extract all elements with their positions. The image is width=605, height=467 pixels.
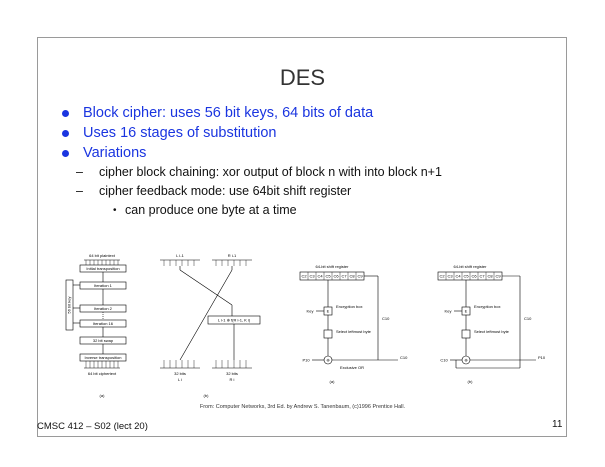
svg-text:⊕: ⊕ <box>326 358 329 363</box>
sub-bullet-text: cipher block chaining: xor output of blo… <box>99 165 442 179</box>
cfb-enc-key-label: Key <box>307 309 314 314</box>
bullet-dot-icon <box>62 130 69 137</box>
cfb-enc-panel-label: (a) <box>330 379 336 384</box>
iteration-bottom-left-sub: L i <box>178 377 182 382</box>
iteration-bottom-right-label: 32 bits <box>226 371 238 376</box>
bullet-list: Block cipher: uses 56 bit keys, 64 bits … <box>62 103 562 220</box>
cfb-dec-cell: C6 <box>471 274 477 279</box>
cfb-dec-cell: C4 <box>455 274 461 279</box>
des-stage-label: Initial transposition <box>86 266 119 271</box>
cfb-dec-key-label: Key <box>445 309 452 314</box>
bullet-text: Uses 16 stages of substitution <box>83 125 277 141</box>
cfb-dec-cell: C9 <box>495 274 501 279</box>
iteration-top-left-label: L i-1 <box>176 253 184 258</box>
des-stage-label: Inverse transposition <box>85 355 122 360</box>
bullet-text: Block cipher: uses 56 bit keys, 64 bits … <box>83 105 374 121</box>
cfb-enc-p10-label: P10 <box>302 358 310 363</box>
cfb-enc-cell: C4 <box>317 274 323 279</box>
slide-title: DES <box>279 65 326 90</box>
cfb-dec-p10-label: P10 <box>538 355 546 360</box>
cfb-dec-cell: C7 <box>479 274 485 279</box>
cfb-dec-cell: C2 <box>439 274 445 279</box>
cfb-enc-c10-label: C10 <box>382 316 390 321</box>
des-stage-label: Iteration 16 <box>93 321 114 326</box>
cfb-enc-box-label: Encryption box <box>336 304 362 309</box>
svg-text:⊕: ⊕ <box>464 358 467 363</box>
des-stage-label: Iteration 2 <box>94 306 113 311</box>
sub-bullet-item: – cipher feedback mode: use 64bit shift r… <box>62 182 562 201</box>
iteration-bottom-right-sub: R i <box>230 377 235 382</box>
cfb-dec-panel-label: (b) <box>468 379 474 384</box>
sub-bullet-text: cipher feedback mode: use 64bit shift re… <box>99 184 352 198</box>
figure-caption: From: Computer Networks, 3rd Ed. by Andr… <box>199 404 406 410</box>
cfb-dec-cell: C5 <box>463 274 469 279</box>
iteration-function-label: L i-1 ⊕ f(R i-1, K i) <box>218 318 251 323</box>
bullet-dot-icon <box>62 150 69 157</box>
cfb-enc-cell: C2 <box>301 274 307 279</box>
cfb-enc-cell: C6 <box>333 274 339 279</box>
des-iteration-diagram: L i-1 R i-1 L i-1 ⊕ f(R i-1, K i) 32 bit… <box>160 253 261 398</box>
cfb-dec-cell: C3 <box>447 274 453 279</box>
cfb-enc-xor-label: Exclusive OR <box>340 365 364 370</box>
cfb-decryption-diagram: 64-bit shift register C2 C3 C4 C5 C6 C7 … <box>437 264 546 384</box>
cfb-dec-c10-label: C10 <box>524 316 532 321</box>
cfb-enc-cell: C9 <box>357 274 363 279</box>
cfb-enc-cell: C7 <box>341 274 347 279</box>
cfb-dec-box-label: Encryption box <box>474 304 500 309</box>
des-stage-label: 32 bit swap <box>93 338 114 343</box>
dash-icon: – <box>76 184 83 198</box>
svg-text:E: E <box>465 309 468 314</box>
slide-footer: CMSC 412 – S02 (lect 20) <box>37 421 148 432</box>
cfb-enc-cell: C8 <box>349 274 355 279</box>
des-panel-label: (a) <box>100 393 106 398</box>
cfb-dec-cell: C8 <box>487 274 493 279</box>
small-bullet-icon: • <box>113 205 117 216</box>
svg-text:E: E <box>327 309 330 314</box>
cfb-enc-select-label: Select leftmost byte <box>336 329 372 334</box>
des-stage-label: Iteration 1 <box>94 283 113 288</box>
bullet-item: Uses 16 stages of substitution <box>62 123 562 143</box>
page-number: 11 <box>552 419 563 430</box>
cfb-enc-cell: C5 <box>325 274 331 279</box>
sub-sub-bullet-item: • can produce one byte at a time <box>62 201 562 220</box>
slide-frame <box>37 37 567 437</box>
cfb-dec-select-label: Select leftmost byte <box>474 329 510 334</box>
cfb-encryption-diagram: 64-bit shift register C2 C3 C4 C5 C6 C7 … <box>299 264 408 384</box>
bullet-item: Variations <box>62 143 562 163</box>
bullet-text: Variations <box>83 145 147 161</box>
dash-icon: – <box>76 165 83 179</box>
sub-bullet-item: – cipher block chaining: xor output of bl… <box>62 163 562 182</box>
des-top-label: 64 bit plaintext <box>89 253 116 258</box>
iteration-panel-label: (b) <box>204 393 210 398</box>
cfb-enc-cell: C3 <box>309 274 315 279</box>
des-structure-diagram: 64 bit plaintext Initial transposition I… <box>65 253 127 398</box>
cfb-enc-header: 64-bit shift register <box>316 264 350 269</box>
cfb-enc-c10-out-label: C10 <box>400 355 408 360</box>
sub-sub-bullet-text: can produce one byte at a time <box>125 203 297 217</box>
iteration-bottom-left-label: 32 bits <box>174 371 186 376</box>
bullet-dot-icon <box>62 110 69 117</box>
iteration-top-right-label: R i-1 <box>228 253 237 258</box>
des-figures: 64 bit plaintext Initial transposition I… <box>65 253 546 398</box>
des-key-label: 56 bit key <box>67 296 72 313</box>
cfb-dec-c10-in-label: C10 <box>440 358 448 363</box>
des-bottom-label: 64 bit ciphertext <box>88 371 117 376</box>
cfb-dec-header: 64-bit shift register <box>454 264 488 269</box>
bullet-item: Block cipher: uses 56 bit keys, 64 bits … <box>62 103 562 123</box>
